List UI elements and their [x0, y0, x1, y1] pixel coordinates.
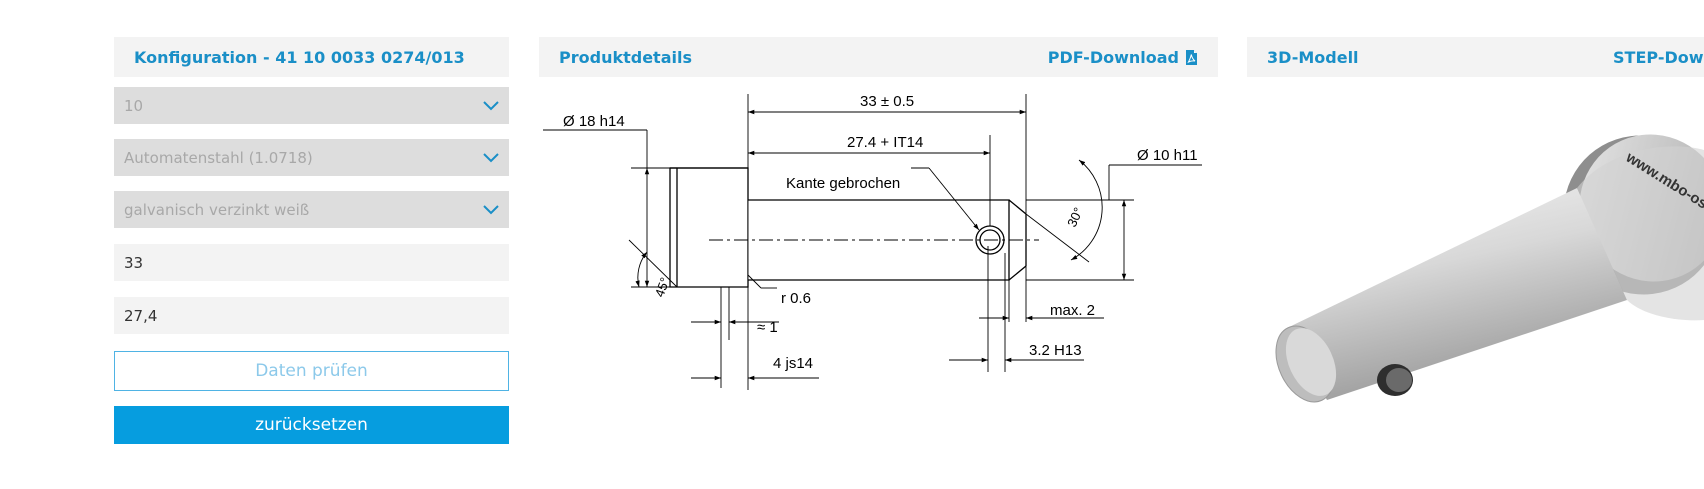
- clamp-length-input-value: 27,4: [124, 306, 158, 325]
- dim-head-diameter-label: Ø 18 h14: [563, 113, 625, 130]
- pdf-file-icon: [1186, 49, 1197, 65]
- chevron-down-icon: [483, 204, 499, 214]
- step-download-link[interactable]: STEP-Download: [1613, 48, 1704, 67]
- 3d-model-viewer[interactable]: www.mbo-osswald: [1247, 110, 1704, 450]
- check-data-button[interactable]: Daten prüfen: [114, 351, 509, 391]
- length-input[interactable]: 33: [114, 244, 509, 281]
- model-header: 3D-Modell STEP-Download: [1247, 37, 1704, 77]
- config-title: Konfiguration - 41 10 0033 0274/013: [134, 47, 465, 67]
- select-surface[interactable]: galvanisch verzinkt weiß: [114, 191, 509, 228]
- dim-length-label: 33 ± 0.5: [860, 93, 914, 110]
- select-material-value: Automatenstahl (1.0718): [124, 148, 313, 167]
- max-chamfer-label: max. 2: [1050, 302, 1095, 319]
- approx-label: ≈ 1: [757, 319, 778, 336]
- angle-45-label: 45°: [652, 275, 673, 299]
- dim-shaft-diameter-label: Ø 10 h11: [1137, 147, 1198, 164]
- details-header: Produktdetails PDF-Download: [539, 37, 1218, 77]
- details-title: Produktdetails: [559, 47, 692, 67]
- chevron-down-icon: [483, 152, 499, 162]
- step-download-label: STEP-Download: [1613, 47, 1704, 67]
- head-thickness-label: 4 js14: [773, 355, 813, 372]
- pdf-download-label: PDF-Download: [1047, 47, 1179, 67]
- chevron-down-icon: [483, 100, 499, 110]
- radius-label: r 0.6: [781, 290, 811, 307]
- select-material[interactable]: Automatenstahl (1.0718): [114, 139, 509, 176]
- model-title: 3D-Modell: [1267, 47, 1359, 67]
- clamp-length-input[interactable]: 27,4: [114, 297, 509, 334]
- pdf-download-link[interactable]: PDF-Download: [1048, 48, 1198, 67]
- select-diameter-value: 10: [124, 96, 144, 115]
- angle-30-label: 30°: [1064, 205, 1086, 229]
- select-diameter[interactable]: 10: [114, 87, 509, 124]
- technical-drawing: 33 ± 0.5 27.4 + IT14 Ø 18 h14 Ø 10 h11 K…: [543, 93, 1202, 390]
- select-surface-value: galvanisch verzinkt weiß: [124, 200, 310, 219]
- config-header: Konfiguration - 41 10 0033 0274/013: [114, 37, 509, 77]
- note-edge-label: Kante gebrochen: [786, 175, 900, 192]
- hole-label: 3.2 H13: [1029, 342, 1082, 359]
- length-input-value: 33: [124, 253, 144, 272]
- dim-clamp-label: 27.4 + IT14: [847, 134, 923, 151]
- reset-button[interactable]: zurücksetzen: [114, 406, 509, 444]
